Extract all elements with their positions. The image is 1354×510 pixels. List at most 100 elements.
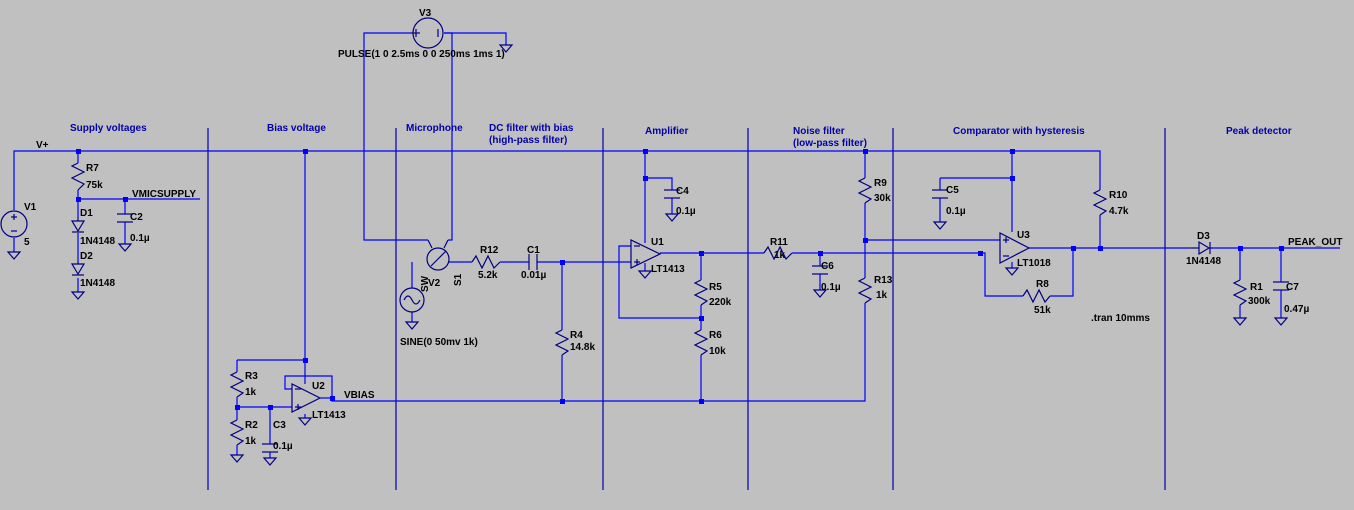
d1-value: 1N4148 (80, 236, 115, 247)
d2-value: 1N4148 (80, 278, 115, 289)
c2-name: C2 (130, 212, 143, 223)
r10-name: R10 (1109, 190, 1128, 201)
u3-value: LT1018 (1017, 258, 1051, 269)
d3-value: 1N4148 (1186, 256, 1221, 267)
u2-value: LT1413 (312, 410, 346, 421)
r8-name: R8 (1036, 279, 1049, 290)
net-label-peak-out: PEAK_OUT (1288, 237, 1342, 248)
u1-name: U1 (651, 237, 664, 248)
r2-value: 1k (245, 436, 257, 447)
r7-name: R7 (86, 163, 99, 174)
r4-resistor-icon[interactable] (554, 329, 570, 356)
section-title-comparator: Comparator with hysteresis (953, 126, 1085, 137)
c1-name: C1 (527, 245, 540, 256)
v2-name: V2 (428, 278, 441, 289)
s1-name: S1 (453, 273, 464, 286)
c3-capacitor-icon[interactable] (262, 443, 278, 453)
section-title-noise: Noise filter (793, 126, 845, 137)
section-title-amplifier: Amplifier (645, 126, 688, 137)
section-separators (207, 128, 1166, 490)
d1-name: D1 (80, 208, 93, 219)
c4-capacitor-icon[interactable] (664, 189, 680, 199)
c6-name: C6 (821, 261, 834, 272)
c3-name: C3 (273, 420, 286, 431)
net-label-vplus: V+ (36, 140, 49, 151)
d1-diode-icon[interactable] (70, 217, 86, 233)
r3-resistor-icon[interactable] (229, 371, 245, 398)
u1-opamp-icon[interactable] (630, 239, 662, 269)
r9-value: 30k (874, 193, 891, 204)
r5-name: R5 (709, 282, 722, 293)
r10-resistor-icon[interactable] (1092, 189, 1108, 216)
section-title-bias: Bias voltage (267, 123, 326, 134)
v1-voltage-source-icon[interactable] (0, 210, 28, 238)
r4-value: 14.8k (570, 342, 595, 353)
u1-value: LT1413 (651, 264, 685, 275)
junction-dots (76, 149, 1284, 410)
s1-switch-icon[interactable] (426, 239, 450, 271)
r1-value: 300k (1248, 296, 1271, 307)
r5-resistor-icon[interactable] (693, 279, 709, 306)
spice-directive[interactable]: .tran 10mms (1091, 313, 1150, 324)
c1-capacitor-icon[interactable] (528, 254, 538, 270)
v2-value: SINE(0 50mv 1k) (400, 337, 478, 348)
c7-capacitor-icon[interactable] (1273, 281, 1289, 291)
r9-resistor-icon[interactable] (857, 177, 873, 204)
d3-diode-icon[interactable] (1190, 240, 1212, 256)
net-label-vmicsupply: VMICSUPPLY (132, 189, 196, 200)
wires[interactable] (13, 32, 1340, 458)
v1-value: 5 (24, 237, 30, 248)
r10-value: 4.7k (1109, 206, 1129, 217)
r2-resistor-icon[interactable] (229, 419, 245, 446)
r9-name: R9 (874, 178, 887, 189)
c2-value: 0.1µ (130, 233, 150, 244)
v3-name: V3 (419, 8, 432, 19)
v1-name: V1 (24, 202, 37, 213)
section-title-dc-filter: DC filter with bias (489, 123, 574, 134)
u3-comparator-icon[interactable] (999, 232, 1031, 264)
u3-name: U3 (1017, 230, 1030, 241)
d2-diode-icon[interactable] (70, 262, 86, 276)
r6-name: R6 (709, 330, 722, 341)
r12-value: 5.2k (478, 270, 498, 281)
section-subtitle-dc-filter: (high-pass filter) (489, 135, 567, 146)
v3-voltage-source-icon[interactable] (412, 17, 444, 49)
r7-resistor-icon[interactable] (70, 162, 86, 191)
r8-resistor-icon[interactable] (1022, 288, 1051, 304)
r4-name: R4 (570, 330, 583, 341)
c3-value: 0.1µ (273, 441, 293, 452)
c5-name: C5 (946, 185, 959, 196)
c5-value: 0.1µ (946, 206, 966, 217)
component-labels: V1 5 R7 75k D1 1N4148 D2 1N4148 C2 0.1µ … (24, 8, 1309, 452)
c6-value: 0.1µ (821, 282, 841, 293)
r7-value: 75k (86, 180, 103, 191)
r3-value: 1k (245, 387, 257, 398)
net-label-vbias: VBIAS (344, 390, 375, 401)
d2-name: D2 (80, 251, 93, 262)
r11-resistor-icon[interactable] (763, 245, 793, 261)
u2-opamp-icon[interactable] (291, 383, 322, 413)
r2-name: R2 (245, 420, 258, 431)
ground-icons (6, 44, 1289, 466)
c7-value: 0.47µ (1284, 304, 1309, 315)
r11-value: 1k (774, 250, 786, 261)
c6-capacitor-icon[interactable] (812, 265, 828, 275)
d3-name: D3 (1197, 231, 1210, 242)
section-title-supply: Supply voltages (70, 123, 147, 134)
r1-resistor-icon[interactable] (1232, 279, 1248, 306)
section-titles: Supply voltages Bias voltage Microphone … (70, 123, 1292, 149)
r13-resistor-icon[interactable] (857, 277, 873, 304)
c5-capacitor-icon[interactable] (932, 189, 948, 199)
c2-capacitor-icon[interactable] (117, 213, 133, 223)
r12-resistor-icon[interactable] (471, 254, 501, 270)
r6-resistor-icon[interactable] (693, 329, 709, 356)
u2-name: U2 (312, 381, 325, 392)
r8-value: 51k (1034, 305, 1051, 316)
r3-name: R3 (245, 371, 258, 382)
c1-value: 0.01µ (521, 270, 546, 281)
r12-name: R12 (480, 245, 499, 256)
r6-value: 10k (709, 346, 726, 357)
r13-value: 1k (876, 290, 888, 301)
v2-sine-source-icon[interactable] (399, 287, 425, 313)
